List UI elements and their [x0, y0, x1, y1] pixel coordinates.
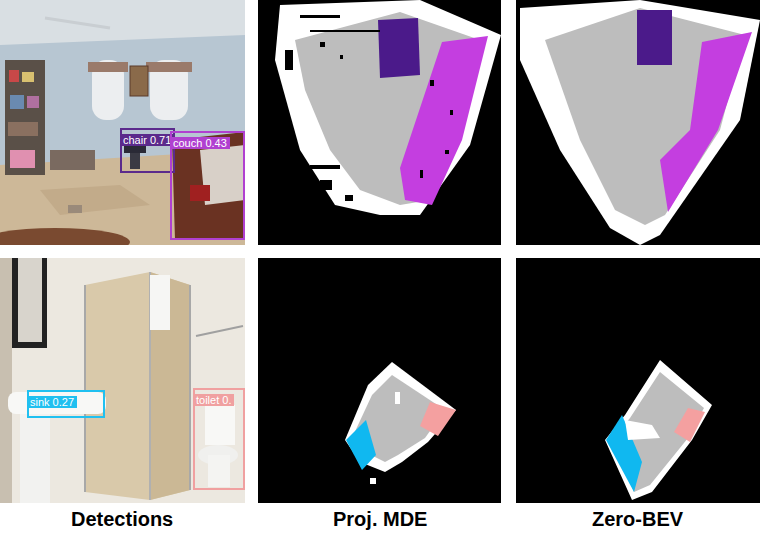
room-photo: [0, 0, 245, 245]
column-heading: Detections: [71, 508, 173, 531]
bev-map: [516, 0, 760, 245]
bev-map: [516, 258, 760, 503]
detection-label: couch 0.43: [170, 137, 230, 149]
detection-label: sink 0.27: [27, 396, 77, 408]
detection-label: chair 0.71: [120, 134, 174, 146]
detection-box: chair 0.71: [120, 128, 175, 173]
bathroom-photo: [0, 258, 245, 503]
detection-box: couch 0.43: [170, 131, 245, 240]
detection-box: sink 0.27: [27, 390, 105, 418]
detection-label: toilet 0.: [193, 394, 234, 406]
bev-map: [258, 258, 501, 503]
detection-box: toilet 0.: [193, 388, 245, 490]
column-heading: Zero-BEV: [592, 508, 683, 531]
bev-map: [258, 0, 501, 245]
column-heading: Proj. MDE: [333, 508, 427, 531]
